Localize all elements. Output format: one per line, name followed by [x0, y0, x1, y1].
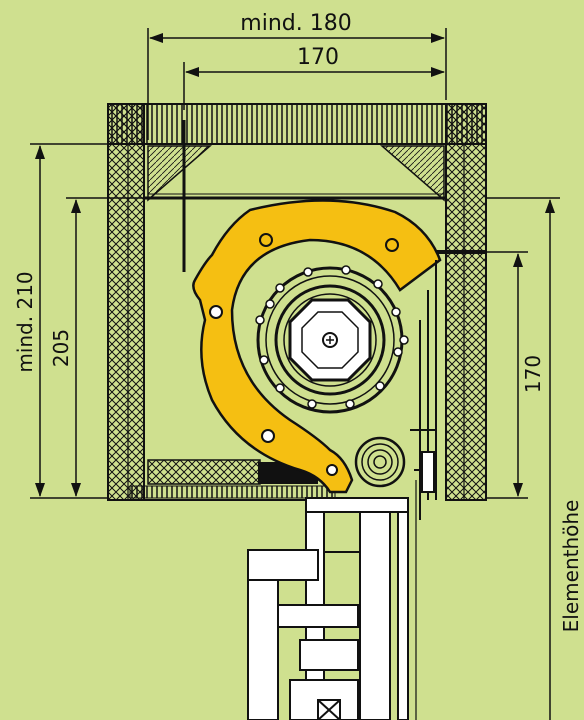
slat-knuckles: [255, 265, 409, 409]
width-min-label: mind. 180: [240, 11, 351, 36]
height-min-label: mind. 210: [13, 271, 37, 372]
height-label: 205: [49, 329, 73, 367]
inner-height-label: 170: [521, 355, 545, 393]
box-frame: [107, 103, 487, 501]
window-profile: [247, 497, 409, 720]
spring-drum: [354, 436, 406, 488]
shutter-guide: [192, 199, 442, 494]
width-label: 170: [297, 45, 339, 70]
element-height-label: Elementhöhe: [559, 500, 583, 633]
height-dimensions: [30, 143, 144, 499]
width-dimensions: [147, 28, 447, 140]
right-dimensions: [486, 197, 560, 720]
guide-rail: [410, 260, 437, 520]
